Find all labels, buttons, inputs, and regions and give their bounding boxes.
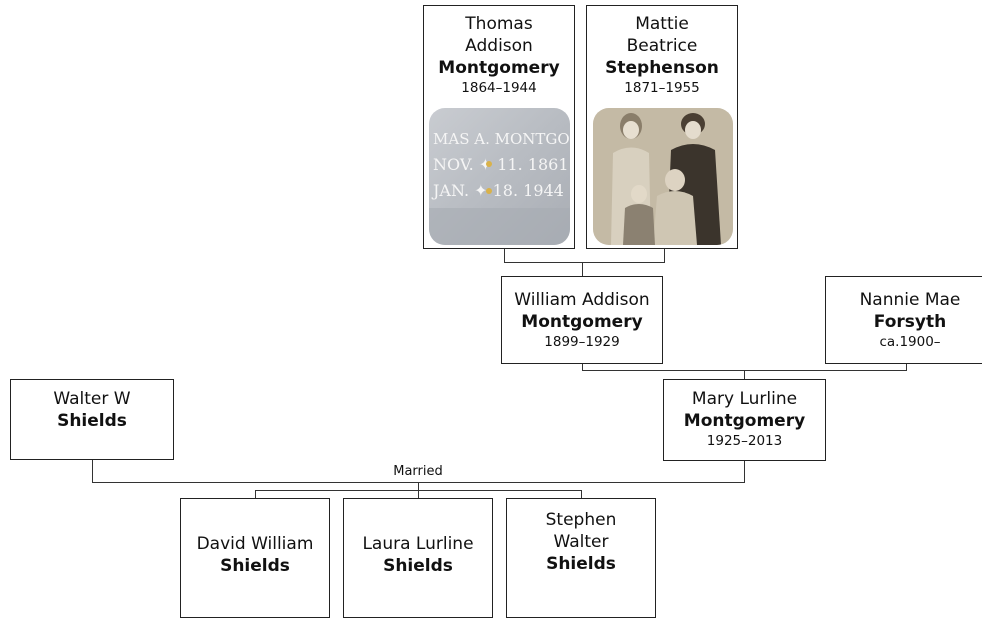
person-given-name: Mary Lurline (691, 389, 798, 409)
person-surname: Shields (546, 554, 616, 574)
connector-walter-down (92, 460, 93, 482)
person-card-thomas[interactable]: Thomas Addison Montgomery 1864–1944 MAS … (423, 5, 575, 249)
connector-to-mary (744, 370, 745, 380)
person-given-name: Beatrice (626, 36, 698, 56)
person-card-stephen[interactable]: Stephen Walter Shields (506, 498, 656, 618)
person-surname: Forsyth (873, 312, 947, 332)
person-surname: Shields (57, 411, 127, 431)
person-given-name: Stephen (545, 510, 617, 530)
person-card-walter[interactable]: Walter W Shields (10, 379, 174, 460)
person-dates: 1899–1929 (544, 334, 620, 350)
connector-mary-down (744, 460, 745, 482)
person-card-laura[interactable]: Laura Lurline Shields (343, 498, 493, 618)
gravestone-line: MAS A. MONTGOM (433, 130, 570, 148)
connector-to-william (582, 262, 583, 276)
person-given-name: Walter (553, 532, 609, 552)
person-given-name: William Addison (514, 290, 650, 310)
person-surname: Montgomery (683, 411, 806, 431)
connector-child-stephen (581, 490, 582, 498)
person-surname: Montgomery (438, 58, 560, 78)
connector-nannie-down (906, 364, 907, 370)
gravestone-line: JAN. ✦ 18. 1944 (431, 181, 564, 200)
person-given-name: Addison (465, 36, 533, 56)
connector-grandparents-couple (504, 262, 665, 263)
connector-mattie-down (664, 249, 665, 263)
connector-thomas-down (504, 249, 505, 263)
gravestone-photo: MAS A. MONTGOM NOV. ✦ 11. 1861 JAN. ✦ 18… (429, 108, 570, 245)
person-card-david[interactable]: David William Shields (180, 498, 330, 618)
person-given-name: Laura Lurline (362, 534, 474, 554)
person-surname: Montgomery (521, 312, 643, 332)
connector-to-children (418, 482, 419, 491)
person-given-name: Nannie Mae (859, 290, 961, 310)
family-photo-image (593, 108, 733, 245)
person-card-mattie[interactable]: Mattie Beatrice Stephenson 1871–1955 (586, 5, 738, 249)
connector-child-laura (418, 490, 419, 498)
family-photo (593, 108, 733, 245)
marriage-label: Married (393, 464, 443, 479)
person-surname: Shields (220, 556, 290, 576)
person-given-name: Mattie (635, 14, 689, 34)
person-dates: 1864–1944 (461, 80, 537, 96)
connector-child-david (255, 490, 256, 498)
person-dates: 1925–2013 (706, 433, 783, 449)
gravestone-line: NOV. ✦ 11. 1861 (433, 155, 569, 174)
person-surname: Stephenson (605, 58, 719, 78)
person-given-name: Walter W (53, 389, 131, 409)
person-given-name: David William (196, 534, 314, 554)
person-card-nannie[interactable]: Nannie Mae Forsyth ca.1900– (825, 276, 982, 364)
person-card-william[interactable]: William Addison Montgomery 1899–1929 (501, 276, 663, 364)
person-dates: 1871–1955 (624, 80, 700, 96)
person-given-name: Thomas (465, 14, 533, 34)
person-dates: ca.1900– (879, 334, 941, 350)
person-surname: Shields (383, 556, 453, 576)
person-card-mary[interactable]: Mary Lurline Montgomery 1925–2013 (663, 379, 826, 461)
gravestone-image: MAS A. MONTGOM NOV. ✦ 11. 1861 JAN. ✦ 18… (429, 108, 570, 245)
connector-william-down (582, 364, 583, 370)
